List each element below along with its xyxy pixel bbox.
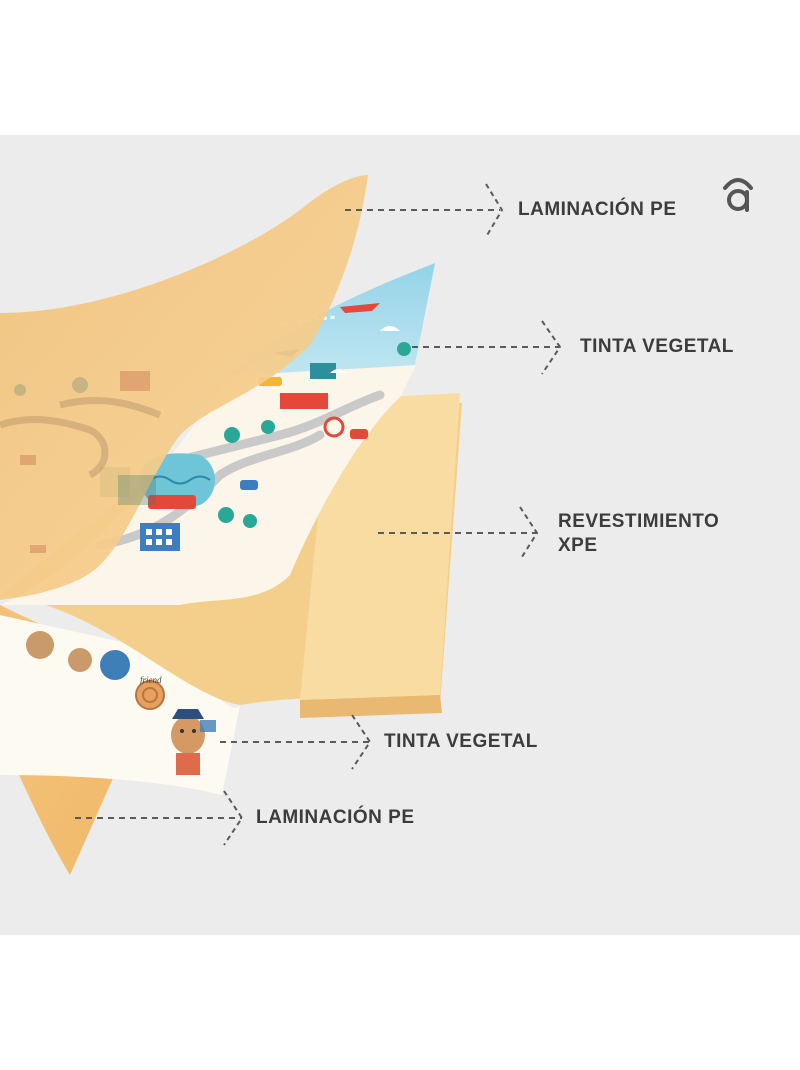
mat-layers-illustration: friend — [0, 175, 562, 875]
arrow-laminacion-pe-bottom — [75, 790, 244, 846]
label-tinta-vegetal-bottom: TINTA VEGETAL — [384, 731, 538, 752]
arrow-revestimiento-xpe — [378, 506, 539, 561]
label-laminacion-pe-bottom: LAMINACIÓN PE — [256, 807, 415, 828]
product-layers-panel: friend — [0, 135, 800, 935]
xpe-foam-top-face — [240, 393, 460, 700]
friend-print-text: friend — [140, 675, 162, 685]
arrow-laminacion-pe-top — [345, 183, 504, 238]
brand-logo-icon — [723, 178, 753, 212]
arrow-tinta-vegetal-bottom — [220, 714, 372, 770]
top-lamination-layer — [0, 175, 368, 600]
label-tinta-vegetal-top: TINTA VEGETAL — [580, 336, 734, 357]
label-revestimiento-line2: XPE — [558, 535, 598, 556]
arrow-tinta-vegetal-top — [412, 320, 562, 375]
label-laminacion-pe-top: LAMINACIÓN PE — [518, 199, 677, 220]
label-revestimiento-line1: REVESTIMIENTO — [558, 511, 720, 532]
label-revestimiento-xpe: REVESTIMIENTO XPE — [558, 510, 719, 558]
top-lamination-faded-print — [0, 371, 162, 553]
